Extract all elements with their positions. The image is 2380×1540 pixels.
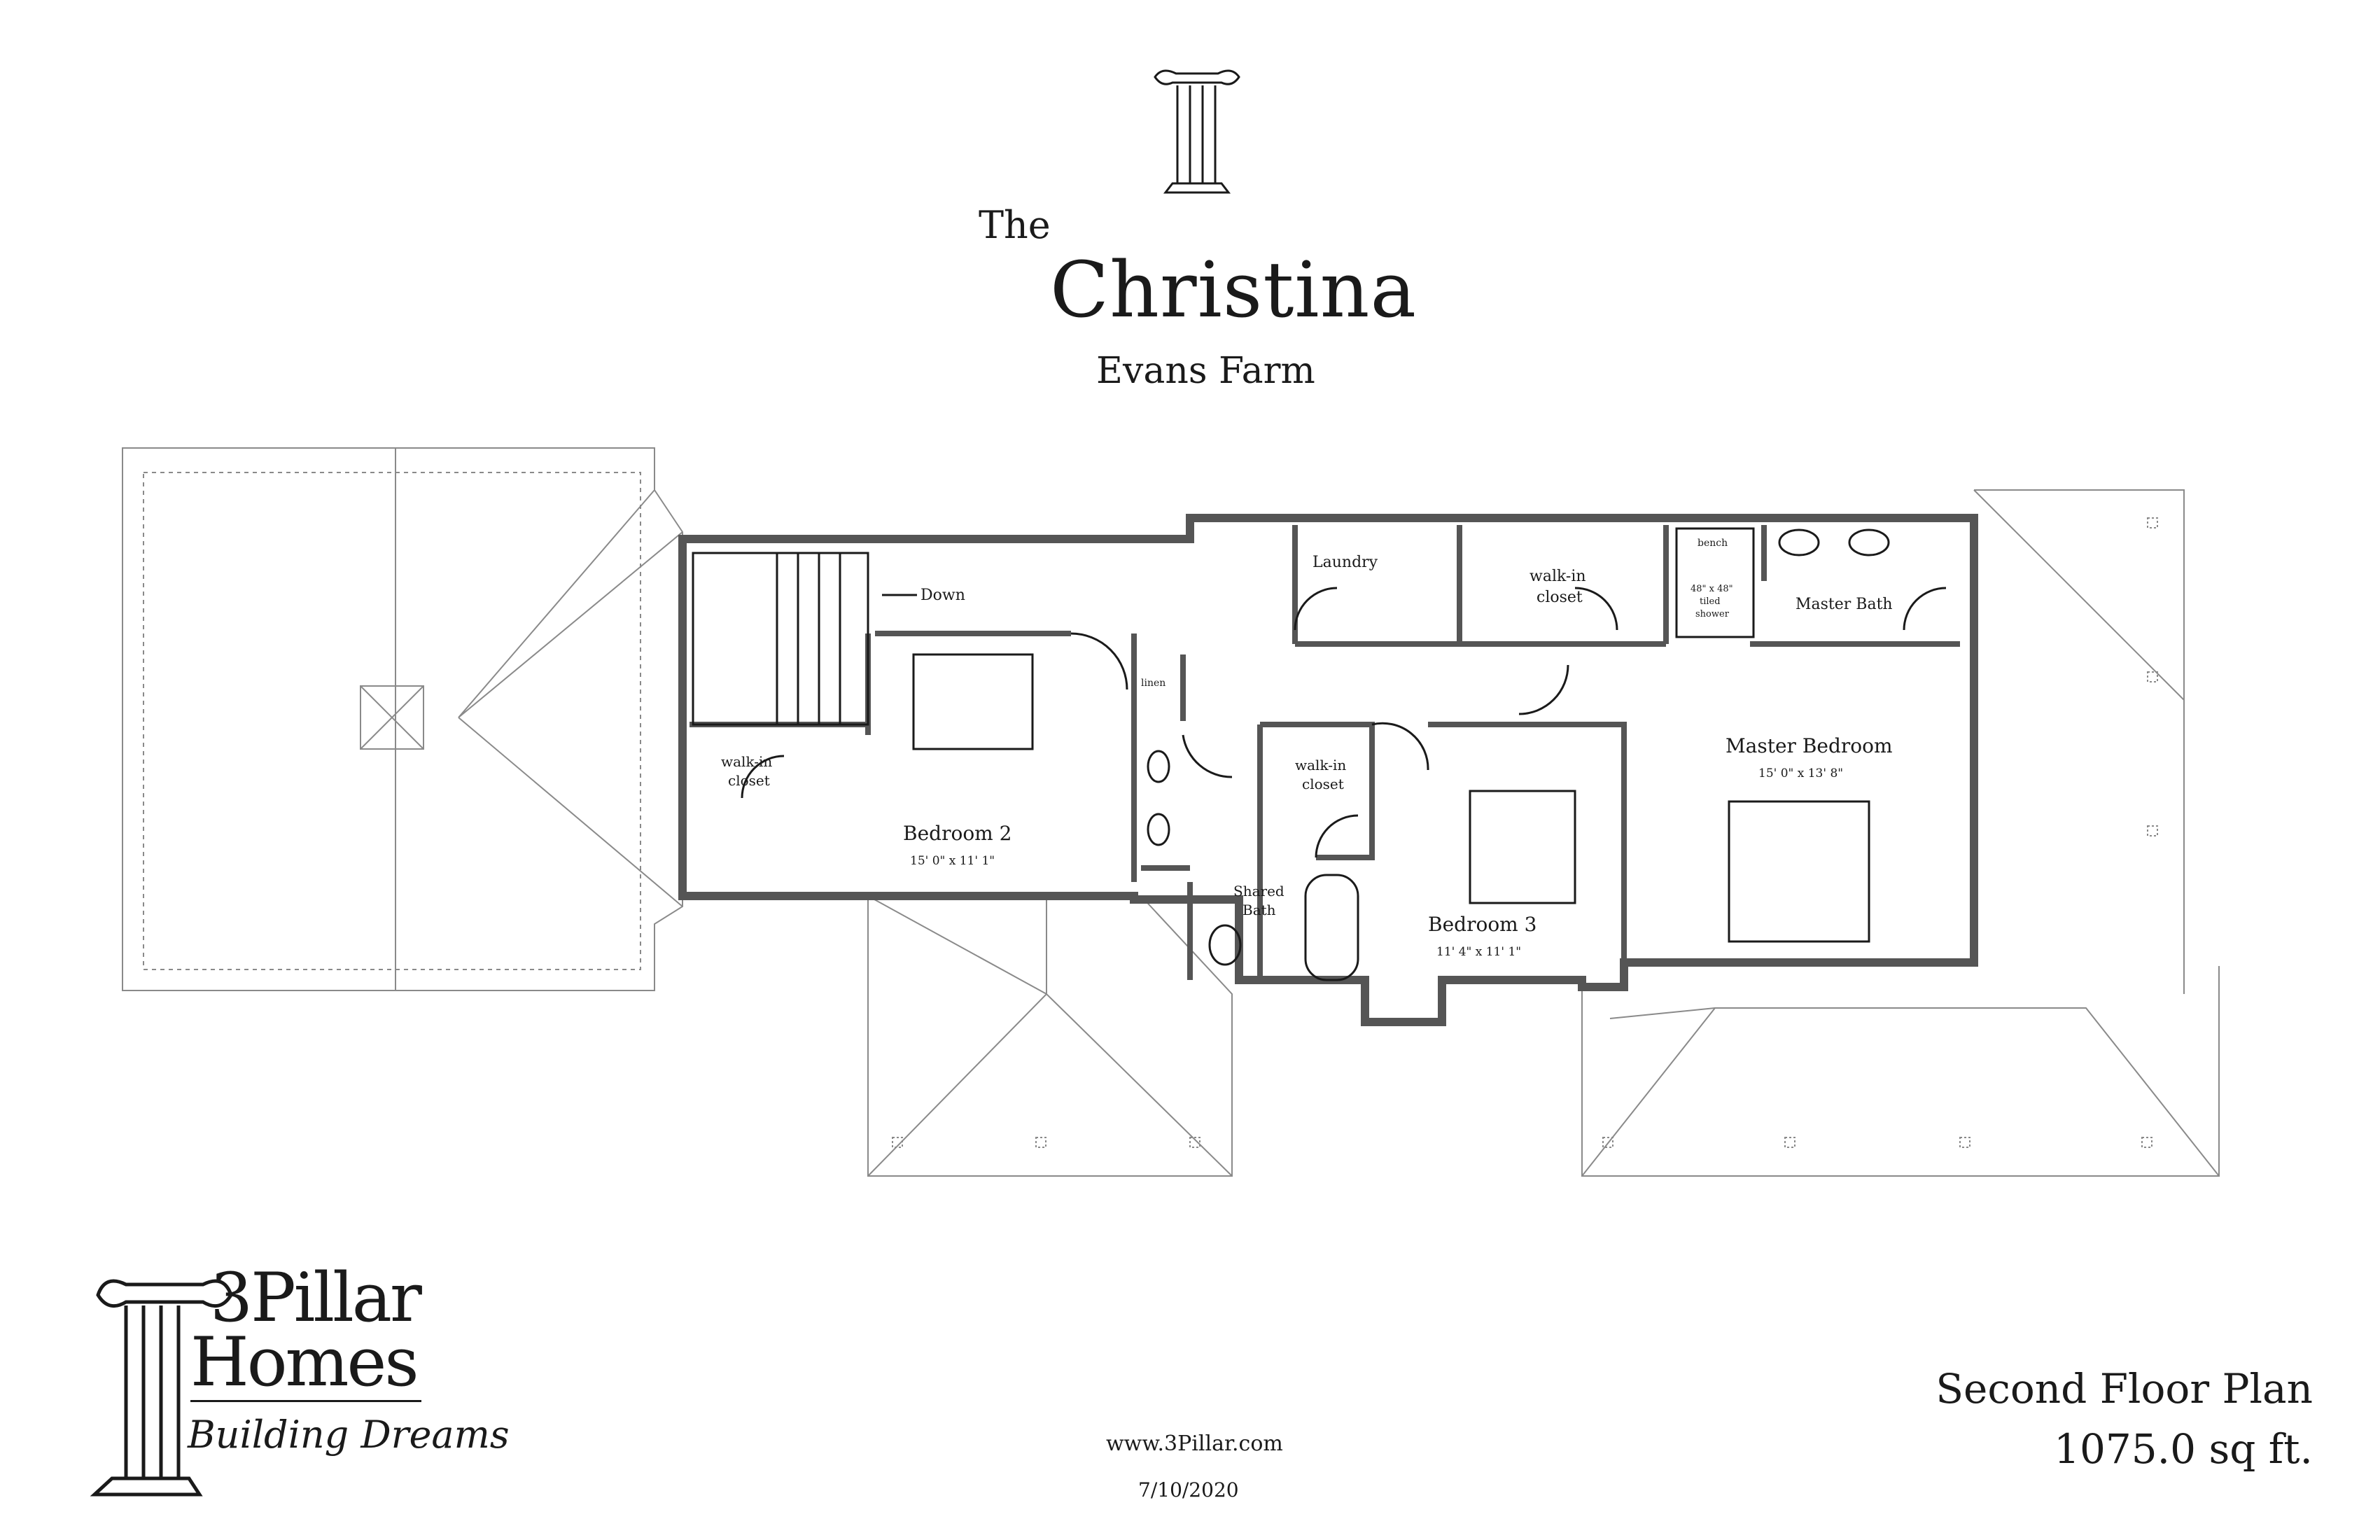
- title-location: Evans Farm: [1096, 350, 1315, 392]
- exterior-walls: [678, 514, 1978, 1026]
- roof-outlines: [122, 447, 2220, 1177]
- label-bench: bench: [1698, 538, 1728, 549]
- label-walkin-b3-1: walk-in: [1295, 757, 1346, 774]
- label-walkin-top-2: closet: [1536, 589, 1583, 606]
- fixtures: [692, 527, 1947, 981]
- label-laundry: Laundry: [1312, 554, 1378, 571]
- label-down: Down: [920, 587, 965, 604]
- label-shower-1: 48" x 48": [1690, 584, 1733, 594]
- brand-name-line1: 3Pillar: [210, 1259, 422, 1337]
- brand-logo-icon: [90, 1279, 233, 1497]
- plan-date: 7/10/2020: [1138, 1478, 1239, 1502]
- label-shower-3: shower: [1695, 609, 1730, 620]
- label-bedroom-2-dim: 15' 0" x 11' 1": [910, 854, 995, 868]
- label-walkin-b2-2: closet: [728, 772, 770, 789]
- label-master-bath: Master Bath: [1795, 596, 1893, 613]
- label-shared-bath-2: Bath: [1242, 902, 1276, 918]
- label-bedroom-2: Bedroom 2: [903, 822, 1011, 845]
- label-master-bedroom: Master Bedroom: [1726, 734, 1893, 757]
- page-title: Christina: [1050, 245, 1418, 335]
- label-walkin-b3-2: closet: [1302, 776, 1344, 792]
- label-bedroom-3-dim: 11' 4" x 11' 1": [1436, 945, 1521, 959]
- label-shower-2: tiled: [1700, 596, 1721, 607]
- title-prefix: The: [979, 203, 1051, 247]
- label-master-bedroom-dim: 15' 0" x 13' 8": [1758, 766, 1843, 780]
- brand-name-line2: Homes: [190, 1323, 419, 1401]
- plan-area: 1075.0 sq ft.: [2054, 1425, 2313, 1473]
- label-walkin-top-1: walk-in: [1530, 568, 1586, 585]
- label-shared-bath-1: Shared: [1233, 883, 1284, 899]
- room-labels: Down Laundry walk-in closet bench 48" x …: [721, 538, 1893, 959]
- label-linen: linen: [1141, 678, 1166, 689]
- website-link[interactable]: www.3Pillar.com: [1106, 1432, 1283, 1456]
- label-walkin-b2-1: walk-in: [721, 753, 772, 770]
- label-bedroom-3: Bedroom 3: [1428, 913, 1536, 936]
- pillar-icon: [1154, 69, 1240, 194]
- brand-tagline: Building Dreams: [188, 1413, 510, 1457]
- plan-name: Second Floor Plan: [1935, 1365, 2313, 1413]
- brand-divider: [190, 1400, 421, 1402]
